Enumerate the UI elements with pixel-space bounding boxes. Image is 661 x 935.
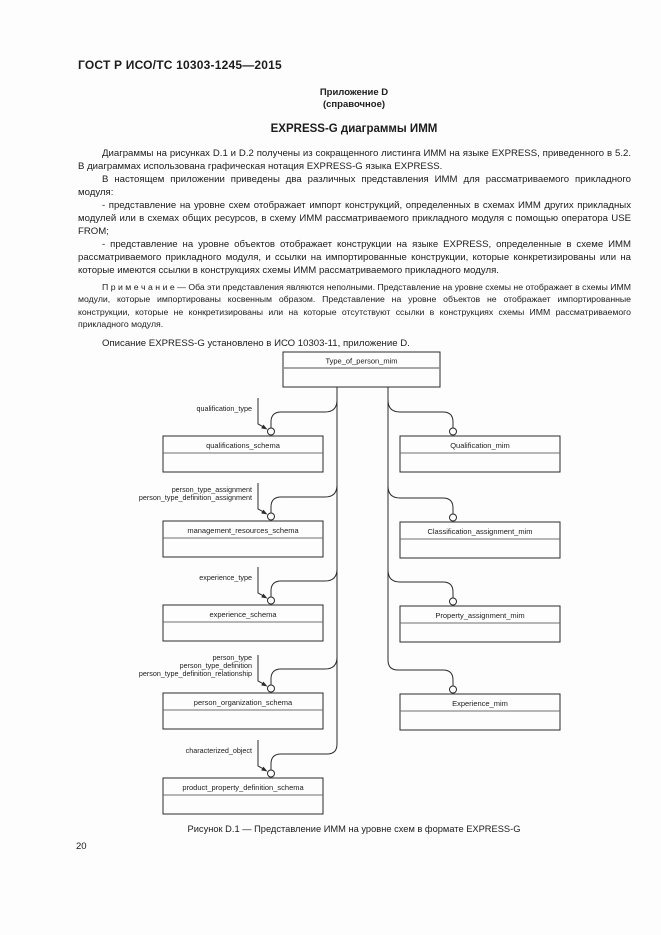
paragraph-intro: Диаграммы на рисунках D.1 и D.2 получены… xyxy=(78,148,631,172)
mim-box: Property_assignment_mim xyxy=(399,605,561,643)
note-paragraph: П р и м е ч а н и е — Оба эти представле… xyxy=(78,282,631,330)
doc-header: ГОСТ Р ИСО/ТС 10303-1245—2015 xyxy=(78,58,282,72)
svg-text:product_property_definition_sc: product_property_definition_schema xyxy=(182,783,304,792)
attribute-label: person_type_definition xyxy=(180,661,252,670)
attribute-label: experience_type xyxy=(199,573,252,582)
attribute-label: person_type_definition_assignment xyxy=(139,493,252,502)
svg-text:qualifications_schema: qualifications_schema xyxy=(206,441,281,450)
paragraph-schema-level: - представление на уровне схем отображае… xyxy=(78,200,631,237)
figure-caption: Рисунок D.1 — Представление ИММ на уровн… xyxy=(187,824,521,834)
svg-text:Qualification_mim: Qualification_mim xyxy=(450,441,510,450)
body-text: Диаграммы на рисунках D.1 и D.2 получены… xyxy=(78,147,631,350)
arrowhead-icon xyxy=(261,766,268,772)
root-schema-box: Type_of_person_mim xyxy=(282,351,441,388)
svg-text:Property_assignment_mim: Property_assignment_mim xyxy=(435,611,524,620)
mim-box: Qualification_mim xyxy=(399,435,561,473)
paragraph-reference: Описание EXPRESS-G установлено в ИСО 103… xyxy=(102,337,410,349)
arrowhead-icon xyxy=(261,509,268,515)
svg-text:experience_schema: experience_schema xyxy=(209,610,277,619)
attribute-label: person_type xyxy=(212,653,252,662)
page-number: 20 xyxy=(76,841,87,852)
attribute-label: person_type_assignment xyxy=(172,485,252,494)
section-heading: EXPRESS-G диаграммы ИММ xyxy=(270,123,438,135)
mim-box: Classification_assignment_mim xyxy=(399,521,561,559)
arrowhead-icon xyxy=(261,681,268,687)
schema-box: management_resources_schema xyxy=(162,520,324,558)
schema-box: product_property_definition_schema xyxy=(162,777,324,815)
schema-box: qualifications_schema xyxy=(162,435,324,473)
svg-text:Classification_assignment_mim: Classification_assignment_mim xyxy=(427,527,532,536)
mim-box: Experience_mim xyxy=(399,693,561,731)
arrowhead-icon xyxy=(261,593,268,599)
appendix-title-line2: (справочное) xyxy=(322,98,386,110)
attribute-label: person_type_definition_relationship xyxy=(139,669,252,678)
paragraph-entity-level: - представление на уровне объектов отобр… xyxy=(78,239,631,276)
svg-text:Type_of_person_mim: Type_of_person_mim xyxy=(325,357,397,366)
schema-box: person_organization_schema xyxy=(162,692,324,730)
svg-text:person_organization_schema: person_organization_schema xyxy=(194,698,293,707)
appendix-title-block: Приложение D (справочное) xyxy=(78,87,630,110)
paragraph-two-views: В настоящем приложении приведены два раз… xyxy=(78,174,631,198)
svg-text:management_resources_schema: management_resources_schema xyxy=(187,526,299,535)
appendix-title-line1: Приложение D xyxy=(319,87,389,98)
svg-text:Experience_mim: Experience_mim xyxy=(452,699,508,708)
arrowhead-icon xyxy=(261,424,268,430)
attribute-label: qualification_type xyxy=(196,404,252,413)
schema-box: experience_schema xyxy=(162,604,324,642)
attribute-label: characterized_object xyxy=(186,746,252,755)
